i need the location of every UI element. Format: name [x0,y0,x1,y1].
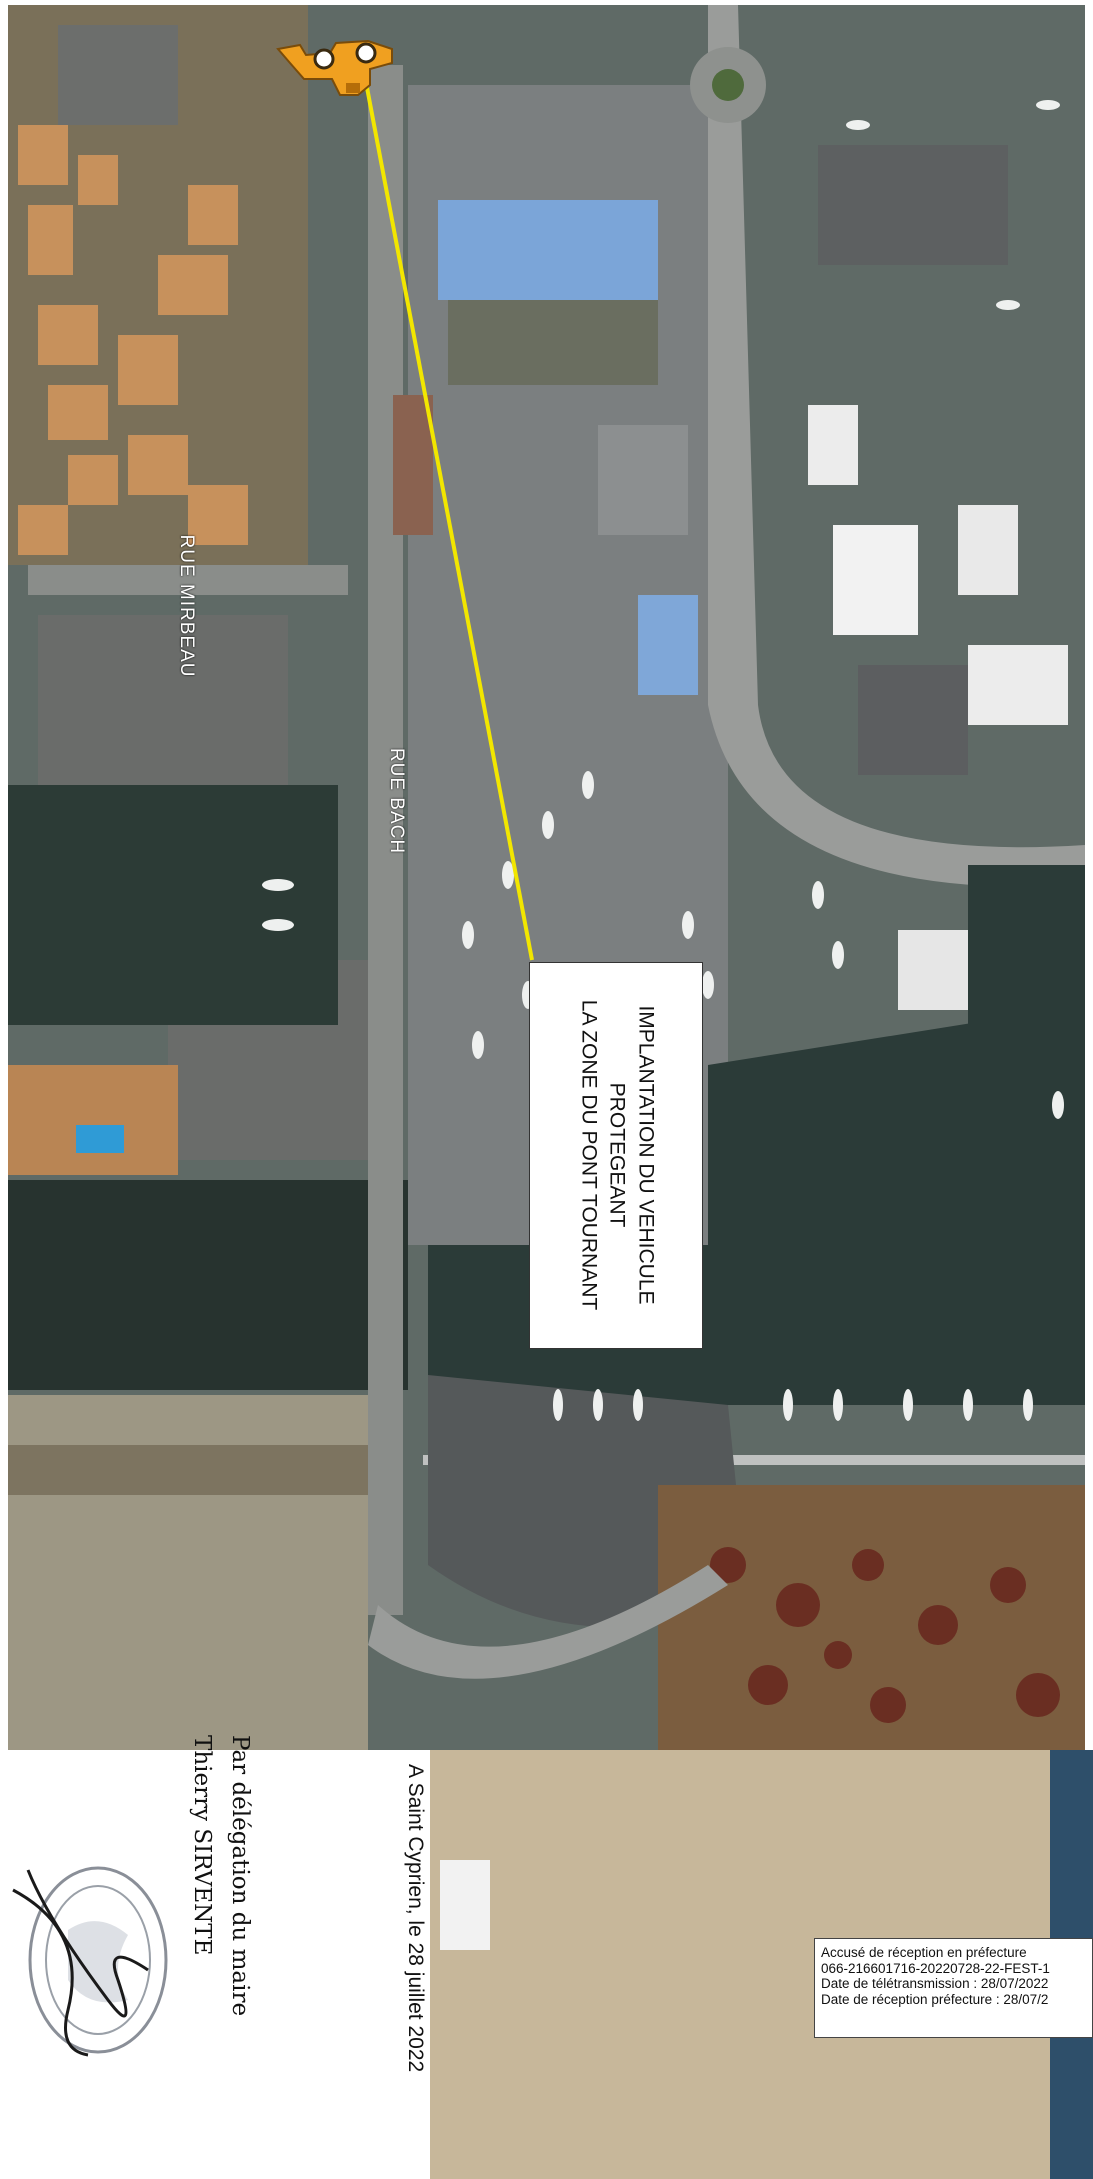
swimming-pool [76,1125,124,1153]
notice-line-4: Date de réception préfecture : 28/07/2 [821,1991,1049,2007]
canal-south [8,1180,408,1390]
town-hall-seal-icon [12,1866,168,2057]
notice-line-1: Accusé de réception en préfecture [821,1945,1027,1960]
moored-boats [262,100,1064,1421]
aerial-map: RUE MIRBEAU RUE BACH IMPLANTATION DU VEH… [8,5,1085,1750]
canal-west [8,785,338,1025]
pool-building [8,1065,178,1175]
callout-line-2: PROTEGEANT [605,1082,629,1228]
map-illustration [8,5,1085,1750]
warehouse-east [818,145,1008,265]
place-date-line: A Saint Cyprien, le 28 juillet 2022 [404,1764,427,2073]
blue-hangar [438,200,658,300]
callout-line-3: LA ZONE DU PONT TOURNANT [577,999,601,1311]
street-label-rue-bach: RUE BACH [386,747,407,855]
vehicle-marker-line [363,76,534,961]
residential-roofs [18,125,248,555]
beach-building [440,1860,490,1950]
blue-shed [638,595,698,695]
street-label-rue-mirbeau: RUE MIRBEAU [176,534,197,678]
notice-line-2: 066-216601716-20220728-22-FEST-1 [821,1960,1050,1976]
signatory-name: Thierry SIRVENTE [189,1735,215,1956]
parking-lot [38,615,288,785]
road-rue-bach [368,65,403,1615]
road-rue-mirbeau [28,565,348,595]
delegation-line: Par délégation du maire [227,1735,253,2017]
notice-line-3: Date de télétransmission : 28/07/2022 [821,1976,1049,1992]
tow-vehicle-icon [276,39,393,96]
callout-line-1: IMPLANTATION DU VEHICULE [634,1005,658,1305]
vehicle-callout-box: IMPLANTATION DU VEHICULE PROTEGEANT LA Z… [529,962,703,1349]
prefecture-receipt-notice: Accusé de réception en préfecture 066-21… [814,1938,1093,2038]
